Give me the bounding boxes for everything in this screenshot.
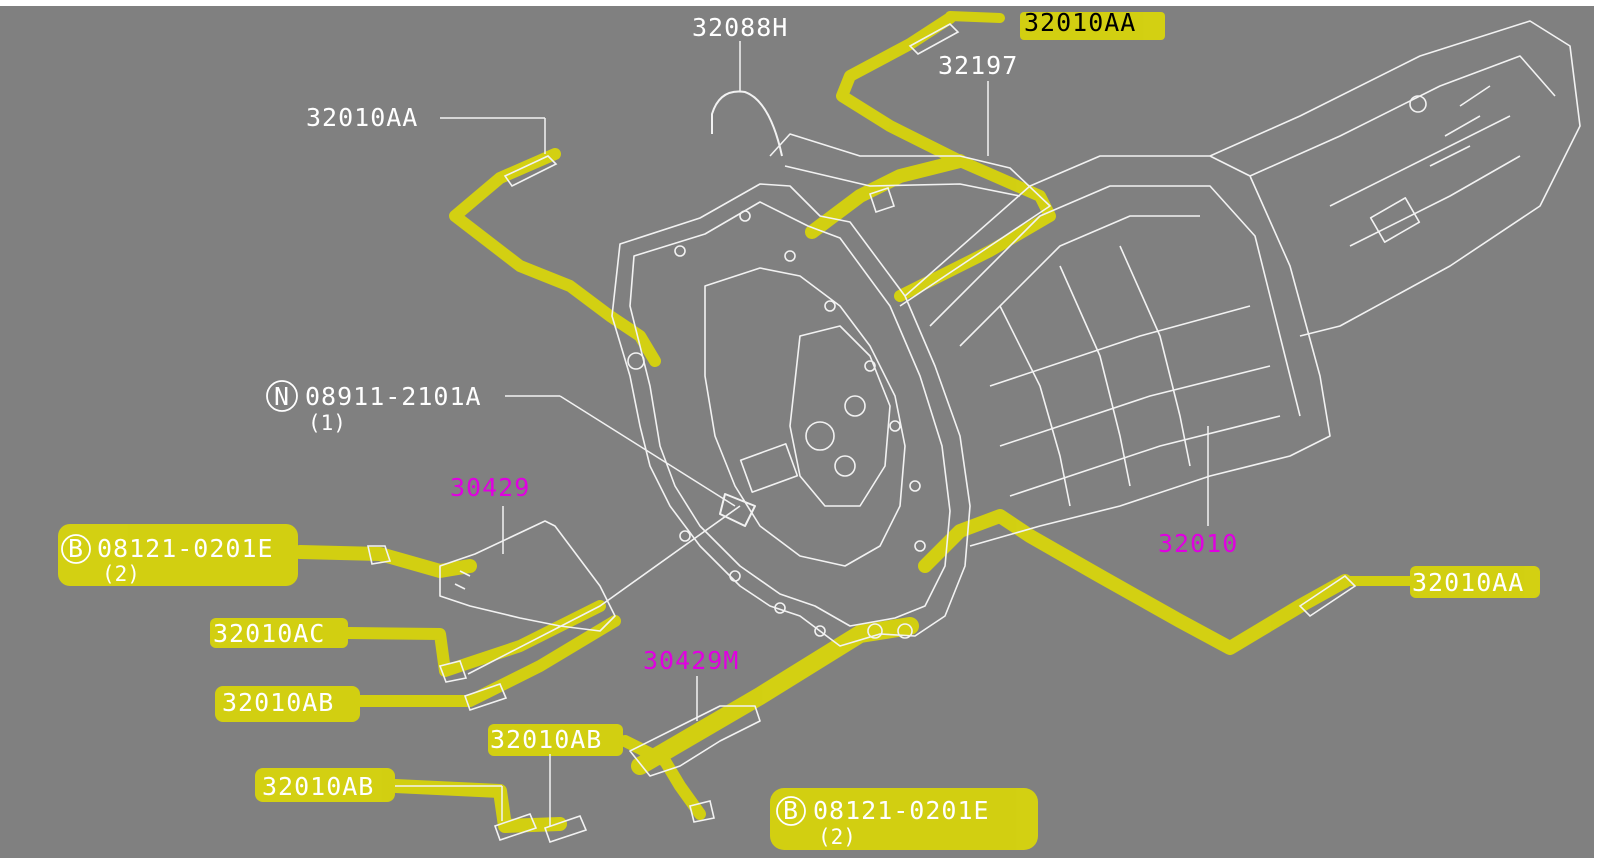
leader-lines bbox=[395, 41, 1209, 826]
label-32010ab-3: 32010AB bbox=[262, 772, 374, 801]
label-left-08121-0201e: 08121-0201E bbox=[97, 534, 274, 563]
label-32010: 32010 bbox=[1158, 529, 1238, 558]
qty-gasket: (1) bbox=[308, 411, 346, 435]
label-left-32010aa: 32010AA bbox=[306, 103, 418, 132]
label-32010ab-2: 32010AB bbox=[490, 725, 602, 754]
qty-right-bolt: (2) bbox=[818, 825, 856, 849]
highlight-marks bbox=[58, 11, 1540, 850]
transmission-exploded-view: 32088H 32010AA 32197 32010AA N 08911-210… bbox=[58, 8, 1581, 850]
label-32010ab-1: 32010AB bbox=[222, 688, 334, 717]
symbol-b-left: B bbox=[68, 534, 84, 563]
qty-left-bolt: (2) bbox=[102, 562, 140, 586]
parts-diagram-canvas: 32088H 32010AA 32197 32010AA N 08911-210… bbox=[0, 6, 1594, 858]
label-32088h: 32088H bbox=[692, 13, 788, 42]
symbol-n: N bbox=[274, 382, 290, 411]
label-30429: 30429 bbox=[450, 473, 530, 502]
label-top-32010aa: 32010AA bbox=[1024, 8, 1136, 37]
callout-symbols bbox=[61, 380, 806, 826]
label-right-32010aa: 32010AA bbox=[1412, 568, 1524, 597]
label-32010ac: 32010AC bbox=[213, 619, 325, 648]
label-right-08121-0201e: 08121-0201E bbox=[813, 796, 990, 825]
label-30429m: 30429M bbox=[643, 646, 739, 675]
symbol-b-right: B bbox=[783, 796, 799, 825]
transmission-housing-drawing bbox=[439, 20, 1581, 777]
part-labels: 32088H 32010AA 32197 32010AA N 08911-210… bbox=[68, 8, 1524, 849]
label-08911-2101a: 08911-2101A bbox=[305, 382, 482, 411]
bolt-drawings bbox=[367, 23, 1357, 844]
label-32197: 32197 bbox=[938, 51, 1018, 80]
